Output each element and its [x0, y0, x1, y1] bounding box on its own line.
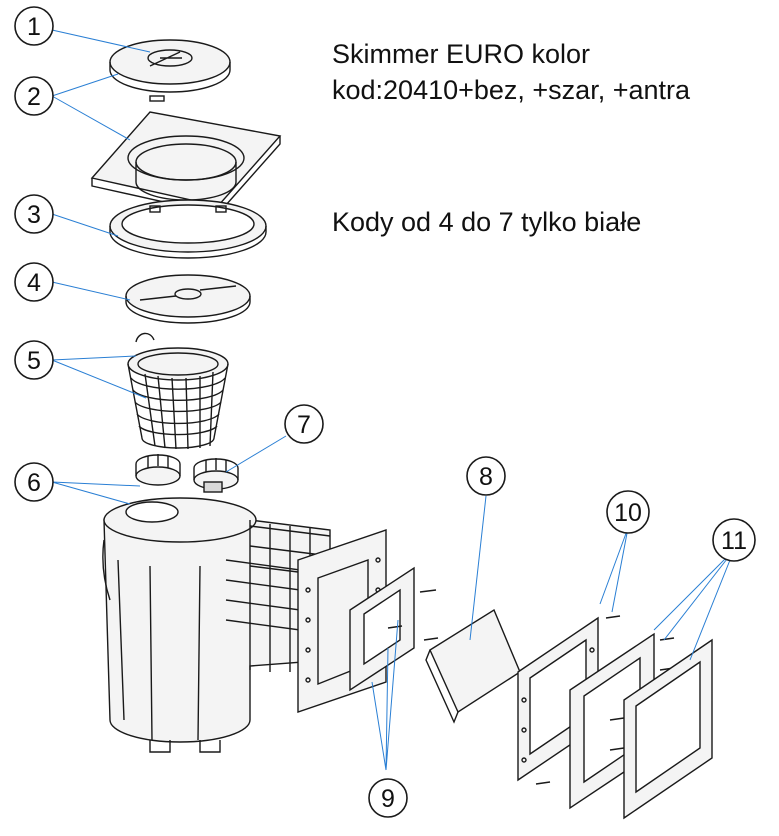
- callout-3: 3: [14, 194, 54, 234]
- callout-5: 5: [14, 340, 54, 380]
- leader-lines: [51, 29, 735, 771]
- cap-part-right: [193, 458, 239, 493]
- svg-text:3: 3: [27, 201, 41, 229]
- svg-text:4: 4: [27, 269, 41, 297]
- skimmer-body: [102, 497, 331, 753]
- white-only-note: Kody od 4 do 7 tylko białe: [332, 207, 642, 237]
- svg-text:9: 9: [381, 785, 395, 813]
- ring-part: [109, 199, 267, 259]
- callout-4: 4: [14, 262, 54, 302]
- callout-10: 10: [606, 490, 650, 534]
- callout-11: 11: [712, 518, 756, 562]
- product-title: Skimmer EURO kolor: [332, 39, 591, 69]
- cover-frame-part: [623, 638, 713, 820]
- svg-text:2: 2: [27, 83, 41, 111]
- square-frame-part: [90, 111, 282, 215]
- disc-part: [125, 274, 251, 324]
- svg-text:5: 5: [27, 347, 41, 375]
- weir-flap-part: [425, 608, 521, 724]
- svg-text:10: 10: [614, 499, 642, 527]
- callout-6: 6: [14, 462, 54, 502]
- callout-group: 1 2 3 4 5 6 7 8 9 10 11: [14, 6, 756, 818]
- callout-8: 8: [466, 456, 506, 496]
- svg-text:11: 11: [721, 527, 747, 555]
- svg-text:1: 1: [27, 13, 41, 41]
- callout-1: 1: [14, 6, 54, 46]
- cap-part-left: [135, 454, 181, 486]
- inner-frame: [349, 566, 439, 692]
- svg-text:6: 6: [27, 469, 41, 497]
- lid-part: [109, 39, 231, 102]
- product-code: kod:20410+bez, +szar, +antra: [332, 75, 691, 105]
- svg-text:7: 7: [297, 411, 311, 439]
- callout-7: 7: [284, 404, 324, 444]
- basket-part: [127, 332, 229, 450]
- callout-9: 9: [368, 778, 408, 818]
- callout-2: 2: [14, 76, 54, 116]
- svg-text:8: 8: [479, 463, 493, 491]
